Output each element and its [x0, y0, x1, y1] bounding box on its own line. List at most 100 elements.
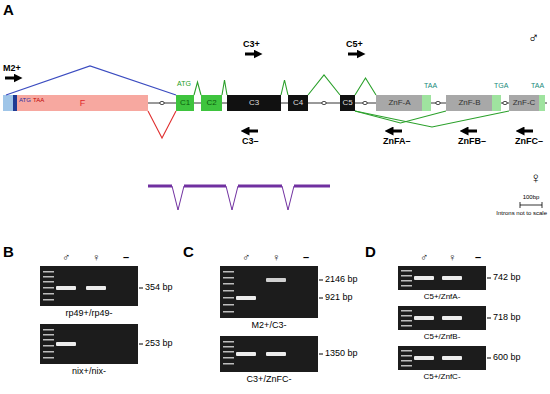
splice-junction-line	[355, 111, 509, 127]
splice-junction-line	[355, 78, 376, 95]
gel-caption: C5+/ZnfB-	[424, 333, 461, 341]
size-label: 742 bp	[493, 273, 521, 282]
female-transcript	[148, 185, 330, 188]
splice-junction-line	[222, 80, 227, 95]
size-label: 1350 bp	[325, 349, 358, 358]
primer-label: M2+	[3, 64, 21, 73]
primer-label: C3–	[242, 137, 259, 146]
note: Introns not to scale	[496, 210, 547, 216]
lane-label: ♀	[92, 252, 100, 263]
lane-label: ♂	[62, 252, 70, 263]
size-label: 354 bp	[145, 283, 173, 292]
intron-break	[436, 101, 440, 104]
primer-arrow	[520, 130, 533, 133]
band	[56, 286, 76, 290]
exon-box: C4	[288, 95, 308, 111]
lane-label: –	[123, 252, 129, 263]
exon-box: ZnF-B	[446, 95, 501, 111]
band	[236, 296, 256, 300]
intron-break	[322, 101, 326, 104]
exon-box: C1	[176, 95, 194, 111]
lane-label: ♀	[448, 252, 456, 263]
exon-label: C1	[180, 99, 190, 107]
ladder	[43, 329, 54, 359]
codon-label: TAA	[33, 97, 44, 103]
lane-label: ♂	[242, 252, 250, 263]
exon-label: ZnF-C	[513, 99, 536, 107]
codon-label: TGA	[494, 82, 508, 89]
exon-label: F	[80, 99, 86, 108]
splice-junction-line	[355, 111, 446, 123]
band	[442, 276, 462, 280]
intron-break	[503, 101, 507, 104]
band	[414, 356, 434, 360]
primer-arrow	[389, 130, 402, 133]
exon-label: ZnF-B	[458, 99, 480, 107]
exon-label: ZnF-A	[388, 99, 410, 107]
primer-arrow	[245, 130, 258, 133]
size-label: 600 bp	[493, 353, 521, 362]
gel	[220, 266, 318, 318]
exon-box: C3	[227, 95, 281, 111]
codon-label: TAA	[424, 82, 437, 89]
gel	[40, 324, 138, 364]
gel	[220, 336, 318, 372]
splice-junction-line	[148, 111, 176, 138]
panel-label: D	[365, 244, 376, 259]
splice-junction-line	[194, 82, 201, 95]
lane-label: ♂	[420, 252, 428, 263]
primer-arrow	[5, 77, 18, 80]
primer-arrow	[245, 53, 258, 56]
lane-label: ♀	[272, 252, 280, 263]
utr-box	[3, 95, 13, 111]
primer-label: ZnFC–	[515, 137, 543, 146]
size-tick	[139, 288, 143, 344]
codon-label: ATG	[19, 97, 31, 103]
ladder	[43, 271, 54, 301]
exon-label: C2	[206, 99, 216, 107]
size-label: 921 bp	[325, 293, 353, 302]
female-splice-line	[172, 186, 294, 210]
intron-break	[363, 101, 367, 104]
gel-caption: nix+/nix-	[72, 367, 106, 376]
codon-label: ATG	[177, 80, 191, 87]
band	[414, 316, 434, 320]
primer-label: ZnFA–	[383, 137, 411, 146]
exon-label: C5	[342, 99, 352, 107]
panel-label: B	[3, 244, 14, 259]
ladder	[223, 271, 234, 313]
splice-junction-line	[308, 75, 340, 95]
exon-label: C3	[249, 99, 259, 107]
exon-box: C2	[201, 95, 222, 111]
male-splice-line	[6, 66, 176, 95]
gel-caption: C5+/ZnfC-	[423, 373, 460, 381]
band	[266, 278, 286, 282]
primer-label: C5+	[346, 40, 363, 49]
band	[56, 342, 76, 346]
gel	[398, 346, 486, 370]
sex-symbol: ♂	[528, 30, 539, 45]
panel-label: C	[183, 244, 194, 259]
ladder	[401, 350, 412, 367]
gel	[398, 306, 486, 330]
gel-caption: rp49+/rp49-	[66, 309, 113, 318]
primer-arrow	[348, 53, 361, 56]
exon-box: ZnF-C	[509, 95, 545, 111]
gel-caption: C5+/ZnfA-	[424, 293, 461, 301]
size-tick	[319, 280, 323, 354]
lane-label: –	[475, 252, 481, 263]
splice-junction-line	[281, 80, 288, 95]
band	[86, 286, 106, 290]
sex-symbol: ♀	[530, 170, 541, 185]
exon-label: C4	[293, 99, 303, 107]
band	[266, 352, 286, 356]
gel	[398, 266, 486, 290]
lane-label: –	[303, 252, 309, 263]
size-label: 253 bp	[145, 339, 173, 348]
gel-caption: M2+/C3-	[252, 321, 287, 330]
exon-box: C5	[340, 95, 355, 111]
band	[442, 316, 462, 320]
size-label: 718 bp	[493, 313, 521, 322]
